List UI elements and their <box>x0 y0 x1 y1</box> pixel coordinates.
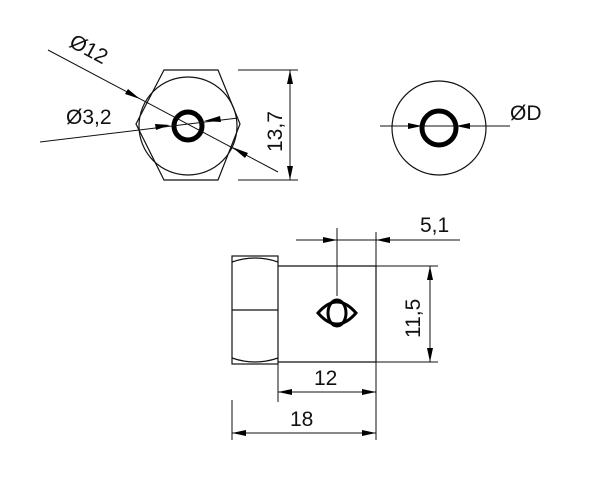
dim137-label: 13,7 <box>264 111 287 152</box>
dim18-arrow-left <box>232 430 246 436</box>
hex-end-view: Ø12 Ø3,2 13,7 <box>39 30 298 181</box>
hex-head-chamfer-top <box>231 257 279 263</box>
dim137-arrow-bottom <box>287 166 293 180</box>
dim12-arrow-left <box>278 389 292 395</box>
dia12-arrow-lower <box>232 147 248 158</box>
dia32-label: Ø3,2 <box>66 106 112 129</box>
dim115-arrow-top <box>427 266 433 280</box>
dia32-leader <box>39 117 239 143</box>
front-view: 5,1 11,5 12 18 <box>231 214 460 440</box>
dim51-arrow-left <box>323 237 337 243</box>
dim18-label: 18 <box>290 408 313 431</box>
dim18-arrow-right <box>362 430 376 436</box>
hex-inscribed-circle <box>138 76 238 176</box>
dia32-arrow-right <box>204 116 221 122</box>
dim12-label: 12 <box>314 367 337 390</box>
dim12-arrow-right <box>362 389 376 395</box>
dim51-label: 5,1 <box>420 214 449 237</box>
diaD-arrow-right <box>456 123 470 129</box>
dia32-arrow-left <box>155 124 170 130</box>
round-bore-ring <box>419 108 459 148</box>
hex-head-chamfer-bottom <box>231 357 279 363</box>
dim115-arrow-bottom <box>427 348 433 362</box>
dim51-arrow-right <box>376 237 390 243</box>
dim115-label: 11,5 <box>402 299 425 338</box>
dia12-arrow-upper <box>125 89 140 99</box>
round-outline <box>391 80 487 176</box>
hex-outline <box>135 69 241 181</box>
diaD-arrow-left <box>408 123 422 129</box>
bore-ring <box>171 109 205 143</box>
diaD-label: ØD <box>510 102 542 125</box>
cross-hole-inner <box>326 298 348 328</box>
cross-hole <box>316 300 358 326</box>
round-end-view: ØD <box>380 80 542 176</box>
dim137-arrow-top <box>287 70 293 84</box>
body-outline <box>278 265 377 363</box>
